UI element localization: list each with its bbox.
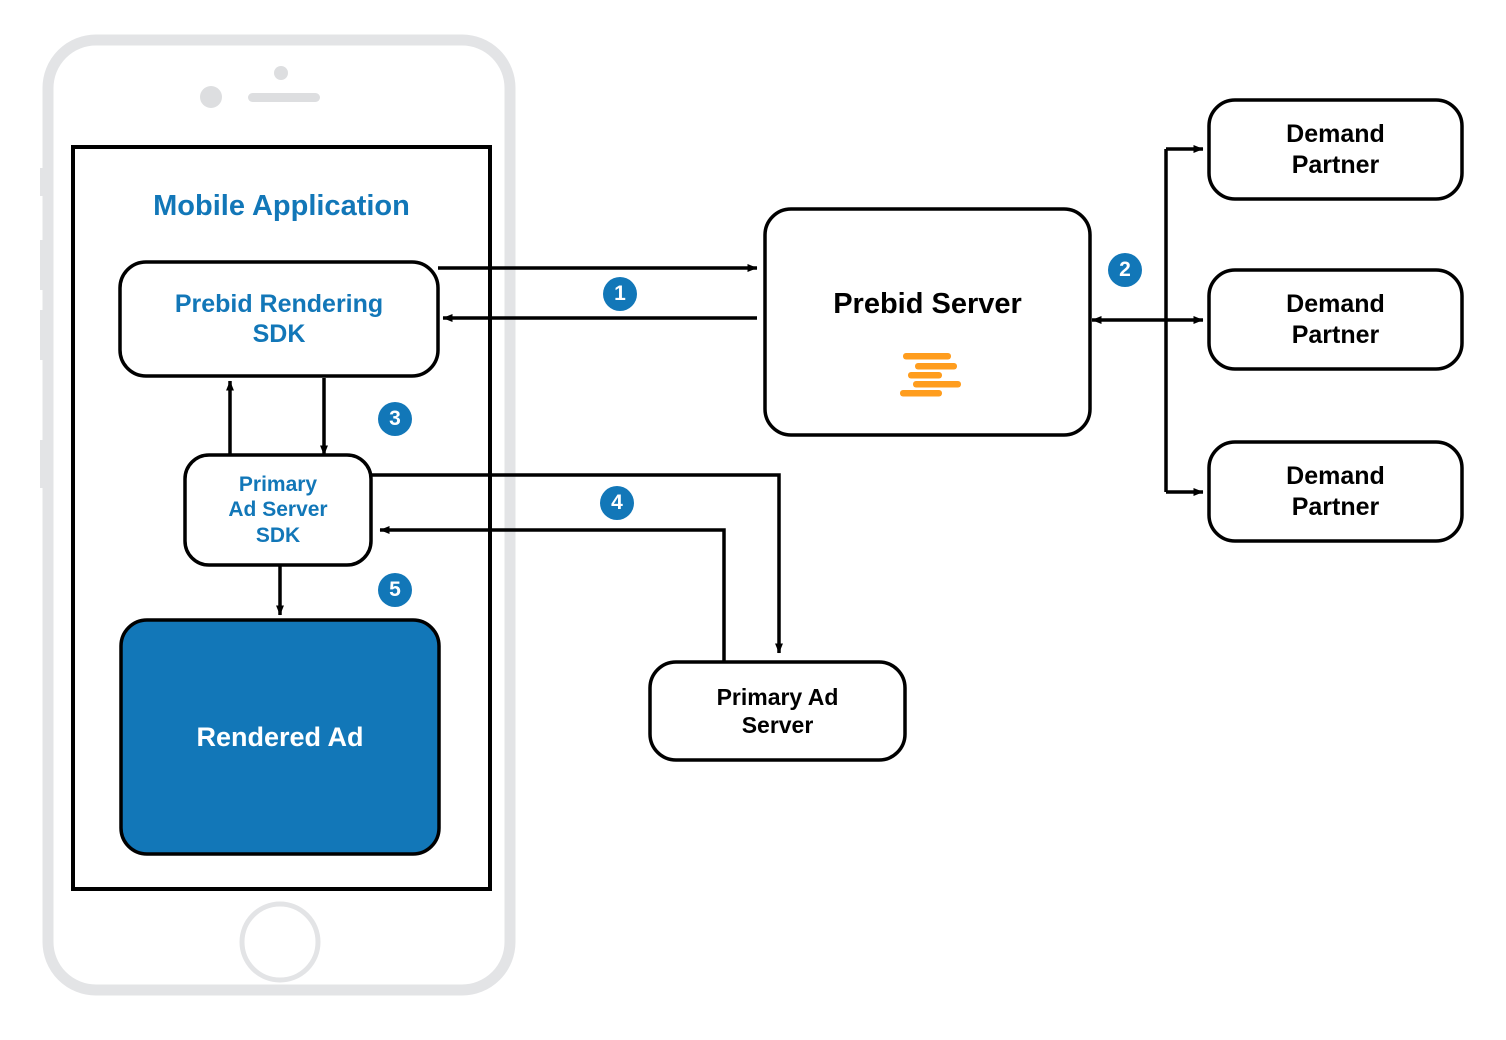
node-primary-ad-server-sdk[interactable] — [183, 453, 373, 567]
node-prebid-rendering-sdk[interactable] — [118, 260, 440, 378]
phone-button-power — [40, 440, 49, 488]
node-demand-partner-2[interactable] — [1207, 268, 1464, 371]
node-demand-partner-1[interactable] — [1207, 98, 1464, 201]
phone-button-volume-down — [40, 310, 49, 360]
node-prebid-server[interactable] — [763, 207, 1092, 437]
node-primary-ad-server[interactable] — [648, 660, 907, 762]
step-badge-3: 3 — [378, 402, 412, 436]
speaker-grille-icon — [248, 93, 320, 102]
phone-button-mute — [40, 168, 49, 196]
node-demand-partner-3[interactable] — [1207, 440, 1464, 543]
step-badge-4: 4 — [600, 486, 634, 520]
step-badge-1: 1 — [603, 277, 637, 311]
phone-button-volume-up — [40, 240, 49, 290]
step-badge-2: 2 — [1108, 253, 1142, 287]
arrow-4-response — [379, 526, 726, 662]
step-badge-5: 5 — [378, 573, 412, 607]
front-camera-icon — [274, 66, 288, 80]
prebid-logo-icon — [900, 353, 961, 397]
arrow-4-request — [371, 473, 783, 654]
proximity-sensor-icon — [200, 86, 222, 108]
home-button-icon — [239, 901, 321, 983]
node-rendered-ad[interactable] — [119, 618, 441, 856]
